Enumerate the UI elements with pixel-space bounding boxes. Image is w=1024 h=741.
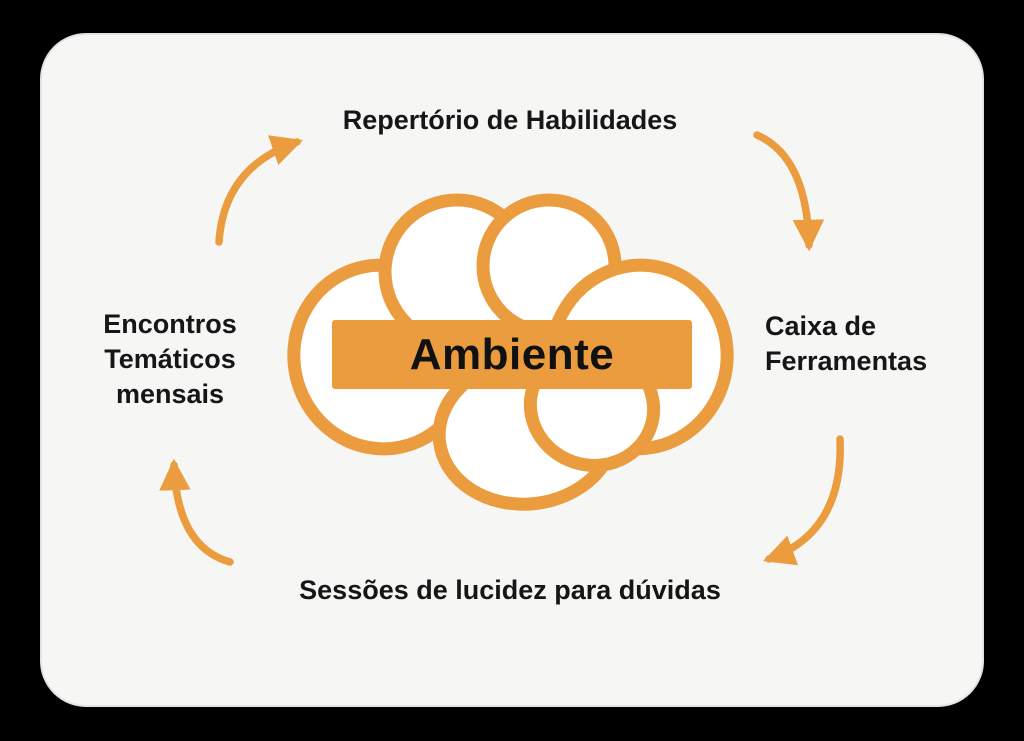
curved-arrow-top-to-right-icon bbox=[753, 131, 825, 252]
node-left-line2: Temáticos bbox=[104, 344, 236, 374]
node-left-line1: Encontros bbox=[103, 309, 237, 339]
node-left-line3: mensais bbox=[115, 379, 225, 409]
node-right-line2: Ferramentas bbox=[765, 346, 928, 376]
curved-arrow-bottom-to-left-icon bbox=[159, 458, 234, 566]
diagram-card: Repertório de Habilidades Encontros Temá… bbox=[40, 33, 984, 707]
node-top-label: Repertório de Habilidades bbox=[342, 105, 678, 135]
curved-arrow-right-to-bottom-icon bbox=[763, 435, 844, 566]
curved-arrow-left-to-top-icon bbox=[215, 135, 303, 246]
node-bottom-label: Sessões de lucidez para dúvidas bbox=[299, 575, 721, 605]
center-band: Ambiente bbox=[332, 320, 692, 389]
node-left-label: Encontros Temáticos mensais bbox=[70, 307, 270, 412]
node-right-line1: Caixa de bbox=[765, 311, 877, 341]
center-label: Ambiente bbox=[409, 329, 615, 379]
node-right-label: Caixa de Ferramentas bbox=[765, 309, 980, 379]
